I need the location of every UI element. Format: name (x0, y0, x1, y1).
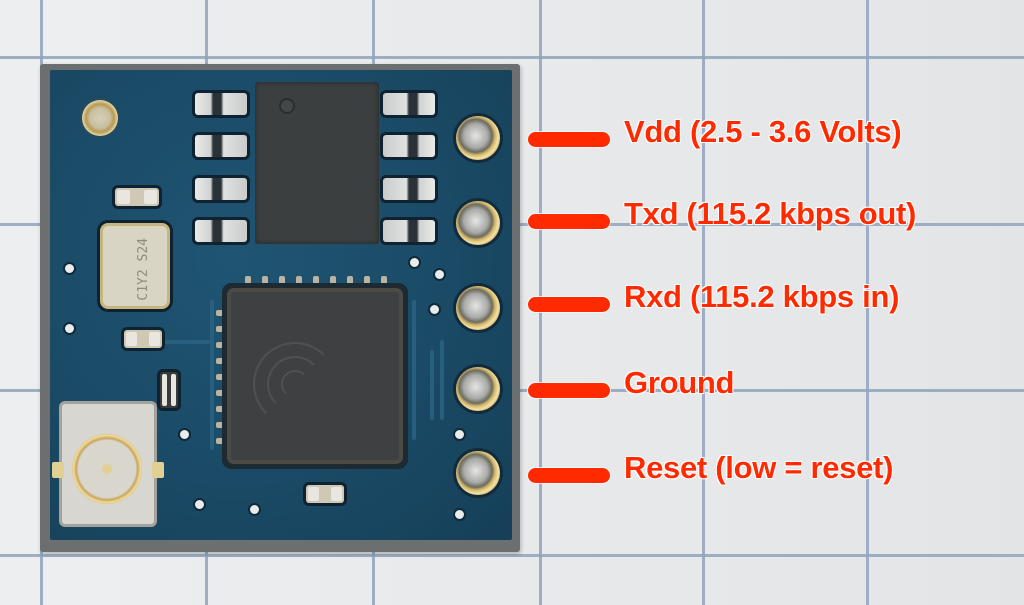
flash-chip-lead (383, 135, 435, 157)
pointer-bar (528, 132, 610, 147)
smd-capacitor (115, 188, 159, 206)
soc-pin (216, 342, 226, 348)
via (410, 258, 419, 267)
pcb-trace (210, 300, 214, 450)
via (455, 510, 464, 519)
ufl-tab (52, 462, 64, 478)
soc-pin (216, 422, 226, 428)
crystal-marking: C1Y2 S24 (136, 238, 151, 301)
soc-pin (296, 276, 302, 286)
soc-pin (216, 406, 226, 412)
flash-chip-lead (383, 220, 435, 242)
smd-capacitor (306, 485, 344, 503)
pin-pad-txd (456, 201, 500, 245)
soc-pin (216, 374, 226, 380)
pin-label-vdd: Vdd (2.5 - 3.6 Volts) (624, 114, 902, 149)
soc-pin (216, 390, 226, 396)
pcb-trace (440, 340, 444, 420)
soc-pin (347, 276, 353, 286)
ufl-tab (152, 462, 164, 478)
pin-label-txd: Txd (115.2 kbps out) (624, 196, 917, 231)
via (65, 264, 74, 273)
pin-label-reset: Reset (low = reset) (624, 450, 894, 485)
grid-line (0, 56, 1024, 59)
pin-pad-reset (456, 451, 500, 495)
soc-pin (364, 276, 370, 286)
pcb-trace (430, 350, 434, 420)
via (430, 305, 439, 314)
soc-pin (279, 276, 285, 286)
pin-pad-rxd (456, 286, 500, 330)
ufl-coax-ring (72, 434, 142, 504)
pcb-trace (412, 300, 416, 440)
soc-pin (381, 276, 387, 286)
grid-line (702, 0, 705, 605)
flash-chip-lead (195, 178, 247, 200)
pointer-bar (528, 468, 610, 483)
via (435, 270, 444, 279)
esp8266-soc-chip (231, 292, 399, 460)
pin-pad-vdd (456, 116, 500, 160)
pointer-bar (528, 297, 610, 312)
flash-chip-lead (195, 220, 247, 242)
soc-pin (262, 276, 268, 286)
pointer-bar (528, 383, 610, 398)
grid-line (0, 554, 1024, 557)
grid-line (866, 0, 869, 605)
pin-label-ground: Ground (624, 365, 735, 400)
pin-pad-ground (456, 367, 500, 411)
pin1-marker (279, 98, 295, 114)
soc-pin (313, 276, 319, 286)
via (455, 430, 464, 439)
pin-label-rxd: Rxd (115.2 kbps in) (624, 279, 900, 314)
via (250, 505, 259, 514)
flash-chip-lead (383, 93, 435, 115)
soc-pin (216, 326, 226, 332)
flash-chip-lead (383, 178, 435, 200)
via (180, 430, 189, 439)
pcb-trace (150, 340, 210, 344)
flash-chip-lead (195, 135, 247, 157)
soc-pin (216, 310, 226, 316)
smd-resistor (124, 330, 162, 348)
espressif-logo-arc (253, 342, 337, 426)
flash-chip-lead (195, 93, 247, 115)
via (65, 324, 74, 333)
espressif-logo-arc (267, 356, 323, 412)
ufl-antenna-connector (52, 404, 164, 524)
mounting-hole (82, 100, 118, 136)
crystal-oscillator: C1Y2 S24 (103, 226, 167, 306)
via (195, 500, 204, 509)
pointer-bar (528, 214, 610, 229)
espressif-logo-arc (281, 370, 309, 398)
soc-pin (330, 276, 336, 286)
soc-pin (245, 276, 251, 286)
flash-memory-chip (255, 82, 379, 244)
soc-pin (216, 438, 226, 444)
soc-pin (216, 358, 226, 364)
smd-transistor (160, 372, 178, 408)
